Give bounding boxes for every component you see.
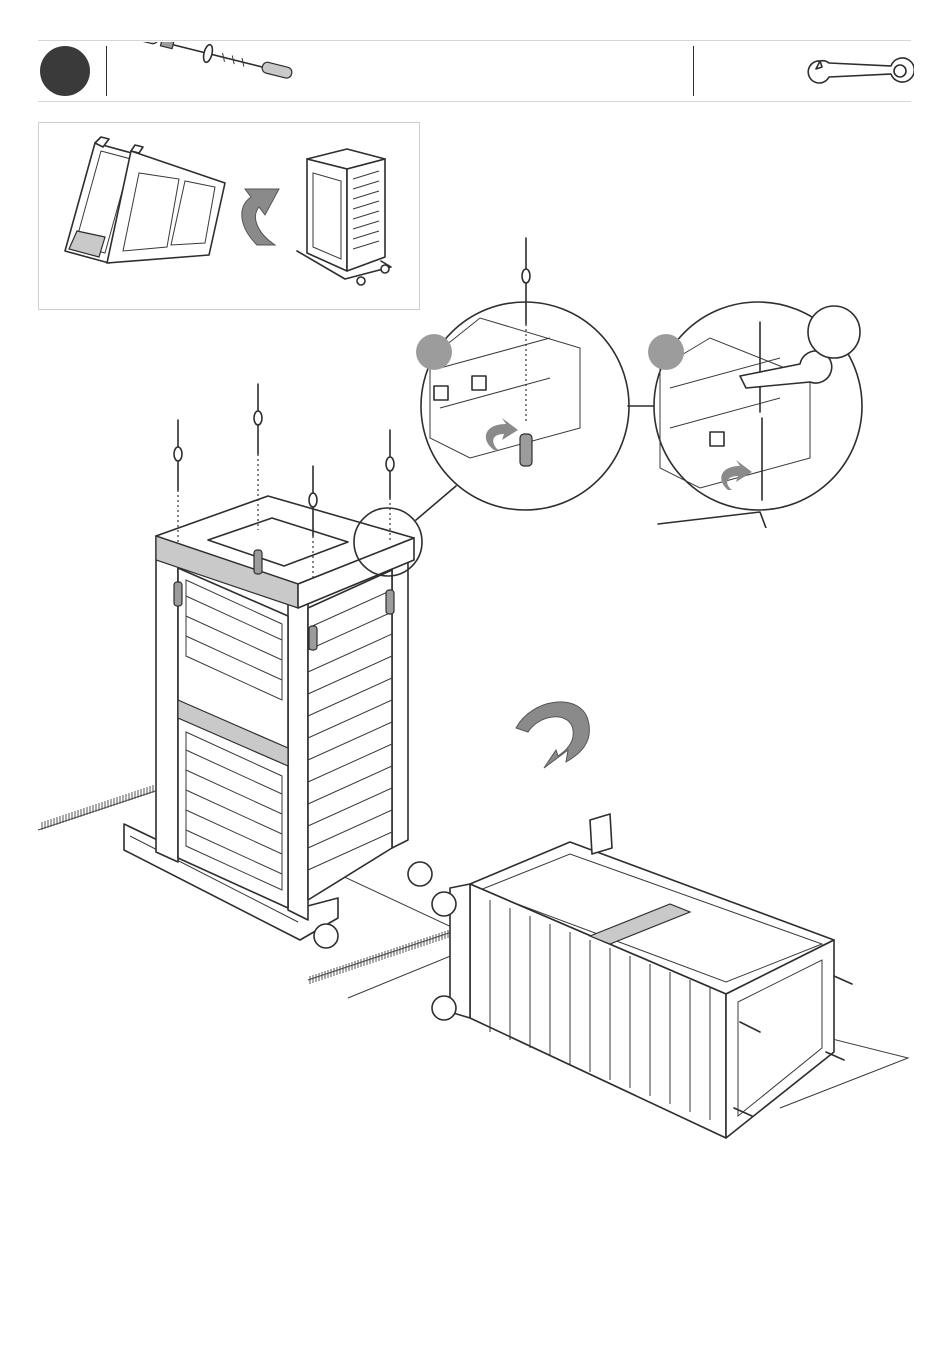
detail-a — [416, 238, 629, 510]
step-number-badge — [40, 46, 90, 96]
upright-box-drawing — [297, 149, 391, 285]
lying-box-illustration — [340, 808, 910, 1218]
bolt-parts-icon — [118, 42, 303, 98]
header-bottom-rule — [38, 101, 911, 102]
hex-key-icon — [706, 48, 794, 96]
header-divider-left — [106, 46, 107, 96]
detail-b — [648, 302, 862, 528]
flat-panels-drawing — [65, 137, 225, 263]
wrench-icon — [806, 55, 914, 89]
header-top-rule — [38, 40, 911, 41]
flip-arrow-icon — [242, 189, 279, 245]
header-divider-right — [693, 46, 694, 96]
inset-illustration — [39, 123, 417, 307]
rotate-arrow-icon — [510, 692, 600, 772]
detail-illustrations — [410, 228, 880, 528]
